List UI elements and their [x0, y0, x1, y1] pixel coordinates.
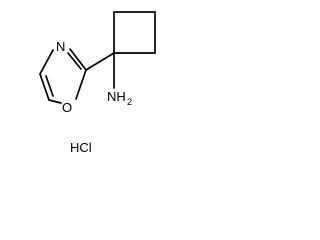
molecule-diagram: N O NH 2 HCl — [39, 11, 156, 155]
salt-label: HCl — [70, 140, 92, 155]
oxazole-ring — [39, 48, 87, 104]
atom-o-oxazole: O — [62, 100, 72, 115]
atom-n-oxazole: N — [56, 39, 65, 54]
bond-c4-c5 — [39, 73, 50, 101]
atom-amine-label: NH — [107, 89, 126, 104]
cyclobutane-ring — [113, 11, 156, 54]
amine-group: NH 2 — [107, 89, 132, 107]
bond-o1-c2 — [75, 69, 87, 100]
bond-c2-n3-double — [67, 52, 82, 70]
bond-c1-c2ox — [85, 52, 115, 71]
bond-n3-c4 — [39, 49, 54, 75]
bond-c5-o1 — [48, 99, 62, 104]
bond-c2-n3 — [69, 48, 87, 71]
bond-c4-c5-double — [45, 75, 54, 97]
structure-canvas: N O NH 2 HCl — [0, 0, 181, 178]
atom-amine-subscript: 2 — [127, 97, 132, 107]
